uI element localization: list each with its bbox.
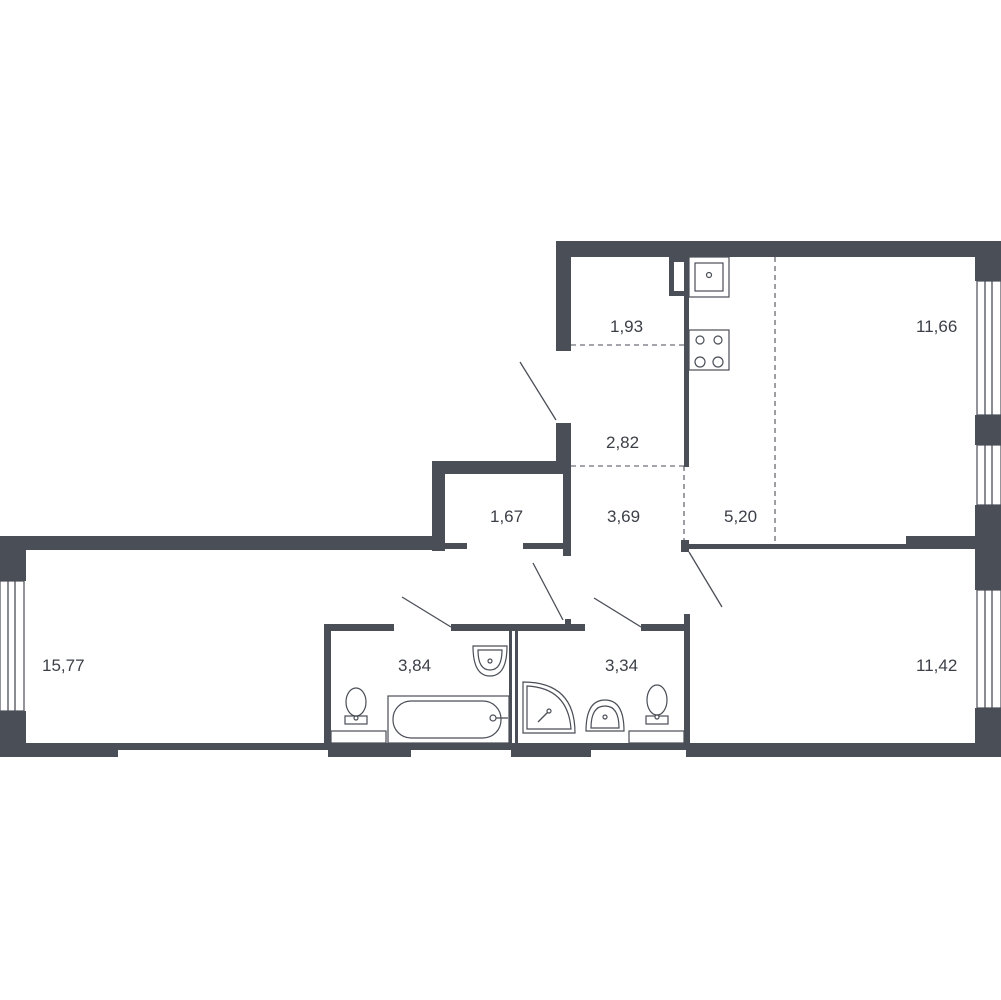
walls [0,241,1001,757]
door-shower-room [593,597,642,628]
wall-kitchen-hall-b [669,291,689,296]
wall-bottom-thin [118,743,328,750]
wall-storage-bottom-a [445,543,467,549]
washbasin-icon [472,645,508,677]
wall-bottom-b [328,743,411,757]
wall-bath-divider-a [509,624,512,750]
wall-hall-left-lower [556,423,571,463]
wall-bottom-c [411,743,511,750]
area-label-shower-room: 3,34 [605,656,638,675]
wall-bath-left [324,624,331,750]
wall-shower-top [641,624,689,631]
wall-kitchen-hall-c [684,257,689,467]
shower-icon [522,681,576,734]
area-label-hall-lower: 3,69 [607,507,640,526]
area-labels: 15,77 3,84 3,34 1,67 1,93 2,82 3,69 5,20… [42,317,957,675]
area-label-hall-upper: 1,93 [610,317,643,336]
wall-bottom-d [511,743,591,757]
wall-storage-bottom-b [523,543,568,549]
wall-bottom-e [591,743,686,750]
wall-right-1 [975,241,1001,281]
wall-left-top [0,536,26,581]
wall-storage-left [432,461,445,551]
area-label-bathroom: 3,84 [398,656,431,675]
window-right-upper [976,280,1001,416]
wall-bedroom-top [681,544,911,549]
door-entrance [519,361,557,421]
shower-cabinet-icon [628,730,685,744]
wall-shower-right [684,614,690,750]
bathroom-fixtures [330,645,510,744]
windows [0,280,1001,712]
wall-kitchen-hall-a [669,257,674,295]
window-left [0,580,25,712]
window-right-middle [976,444,1001,506]
wall-hall-left-upper [556,241,571,351]
area-label-living-room: 15,77 [42,656,85,675]
area-label-kitchen: 5,20 [724,507,757,526]
wall-living-top [0,536,445,550]
doors [401,361,723,628]
kitchen-fixtures [688,256,730,371]
shower-washbasin-icon [585,699,625,732]
wall-storage-right [563,461,571,556]
wall-bottom-f [686,743,1001,757]
cabinet-icon [330,730,387,744]
window-right-lower [976,589,1001,709]
wall-right-2 [975,415,1001,445]
wall-bath-top-a [324,624,394,631]
shower-toilet-icon [645,684,669,725]
area-label-storage: 1,67 [490,507,523,526]
wall-bath-divider-b [515,624,518,750]
wall-bottom-a [0,743,118,757]
wall-top-right [556,241,1001,257]
wall-storage-stub [565,619,571,627]
door-bathroom [401,596,452,628]
toilet-icon [344,687,368,725]
bathtub-icon [387,695,510,744]
door-bedroom [688,551,723,608]
wall-storage-top [432,461,571,474]
area-label-room-bottom-right: 11,42 [916,656,957,675]
wall-kitchen-hall-top [669,257,689,262]
area-label-room-top-right: 11,66 [916,317,957,336]
shower-room-fixtures [522,681,685,744]
zone-lines [571,257,776,544]
door-storage [532,562,564,621]
wall-right-4 [975,708,1001,757]
wall-bedroom-top-thick [906,536,1001,549]
area-label-hall-middle: 2,82 [606,433,639,452]
